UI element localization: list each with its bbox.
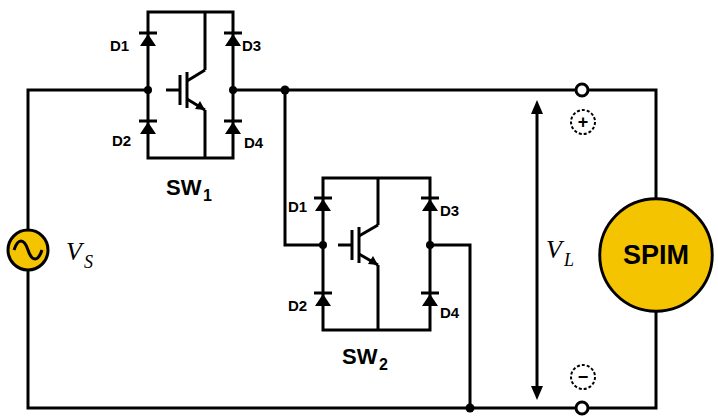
diode-symbol	[225, 34, 241, 46]
igbt-gate	[179, 75, 182, 105]
igbt-emitter	[377, 265, 380, 330]
wire	[28, 90, 148, 230]
diode-symbol	[139, 32, 157, 35]
diode-symbol	[421, 197, 439, 200]
arrow-head	[531, 386, 543, 400]
igbt-gate	[351, 230, 354, 260]
igbt-arrow	[368, 256, 378, 265]
polarity-circle	[571, 110, 595, 134]
motor-label: SPIM	[598, 240, 714, 271]
igbt-gate	[166, 89, 180, 92]
diode-symbol	[422, 199, 438, 211]
diode-symbol	[140, 34, 156, 46]
ac-source	[8, 230, 48, 270]
junction-dot	[144, 86, 152, 94]
wire	[285, 90, 323, 245]
bridge-frame	[323, 178, 430, 330]
switch-label: SW	[166, 177, 201, 199]
igbt-body	[186, 72, 189, 108]
igbt-gate	[338, 244, 352, 247]
motor-circle: SPIM	[598, 197, 714, 313]
diode-symbol	[139, 120, 157, 123]
voltage-subscript: L	[564, 251, 574, 269]
voltage-label: V	[546, 237, 562, 263]
bridge-frame	[148, 12, 233, 158]
voltage-label: V	[66, 239, 82, 265]
junction-dot	[229, 86, 237, 94]
diode-label: D4	[244, 135, 263, 150]
polarity-circle	[571, 365, 595, 389]
wire	[430, 245, 470, 408]
diode-symbol	[224, 120, 242, 123]
diode-symbol	[224, 32, 242, 35]
igbt-body	[358, 227, 361, 263]
polarity-sign: +	[578, 113, 589, 131]
diode-label: D2	[112, 133, 131, 148]
diode-symbol	[225, 122, 241, 134]
diode-symbol	[314, 292, 332, 295]
igbt-emitter	[187, 99, 205, 110]
diode-label: D3	[242, 38, 261, 53]
switch-subscript: 2	[379, 357, 388, 373]
igbt-emitter	[204, 110, 207, 158]
igbt-collector	[204, 12, 207, 70]
diode-label: D1	[110, 38, 129, 53]
junction-dot	[466, 404, 475, 413]
igbt-emitter	[359, 254, 378, 265]
switch-subscript: 1	[203, 188, 212, 204]
diode-symbol	[140, 122, 156, 134]
polarity-sign: −	[578, 368, 589, 386]
voltage-arrow	[536, 110, 539, 390]
igbt-collector	[187, 70, 205, 81]
arrow-head	[531, 100, 543, 114]
diode-label: D4	[440, 305, 459, 320]
diode-label: D1	[288, 199, 307, 214]
diode-symbol	[422, 294, 438, 306]
diode-symbol	[421, 292, 439, 295]
sine-symbol	[14, 241, 42, 259]
igbt-collector	[359, 225, 378, 236]
junction-dot	[426, 241, 434, 249]
diode-symbol	[314, 197, 332, 200]
terminal	[576, 84, 588, 96]
voltage-subscript: S	[84, 253, 93, 271]
igbt-arrow	[195, 101, 205, 110]
diode-label: D3	[440, 203, 459, 218]
terminal	[576, 402, 588, 414]
diode-symbol	[315, 294, 331, 306]
wire	[28, 270, 656, 408]
diode-symbol	[315, 199, 331, 211]
wire	[233, 90, 656, 197]
diode-label: D2	[288, 298, 307, 313]
junction-dot	[281, 86, 290, 95]
igbt-collector	[377, 178, 380, 225]
junction-dot	[319, 241, 327, 249]
switch-label: SW	[342, 346, 377, 368]
